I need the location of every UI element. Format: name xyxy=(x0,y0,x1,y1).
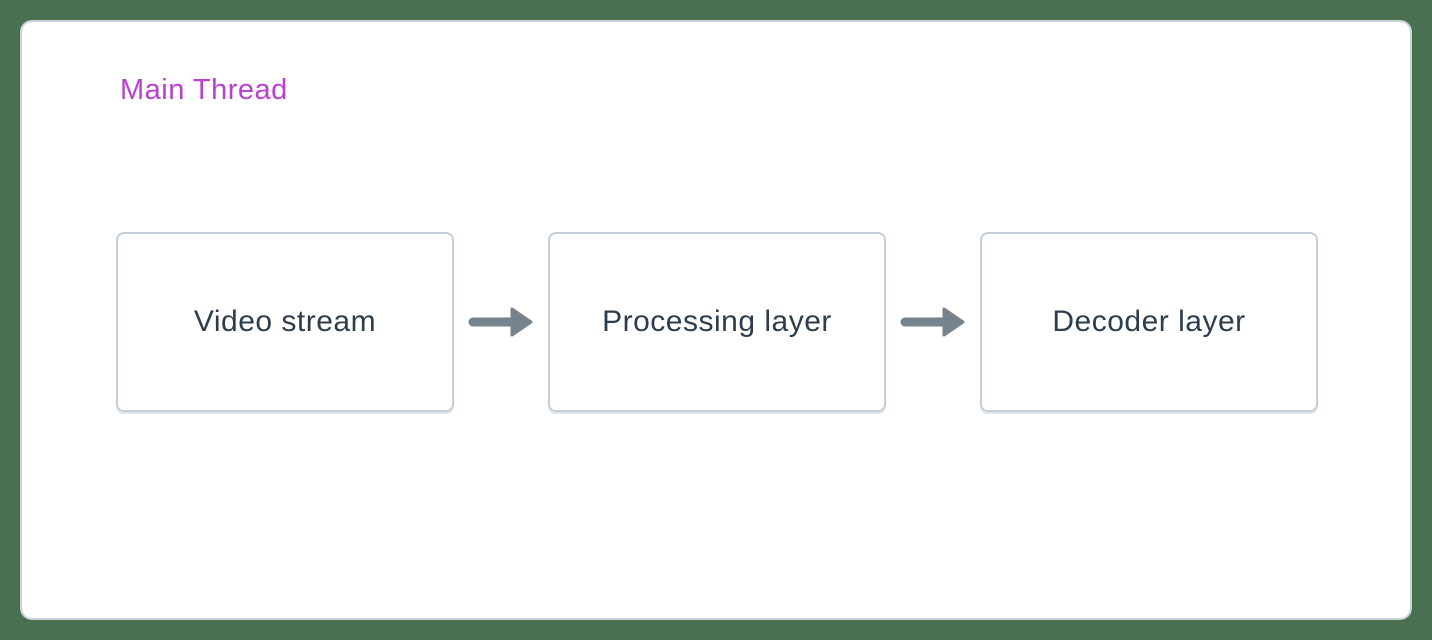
main-thread-panel: Main Thread Video stream Processing laye… xyxy=(20,20,1412,620)
arrow-right-icon xyxy=(468,307,533,337)
node-video-stream: Video stream xyxy=(116,232,454,412)
node-label: Processing layer xyxy=(602,305,832,338)
node-label: Video stream xyxy=(193,305,377,338)
node-label: Decoder layer xyxy=(1052,305,1246,338)
node-decoder-layer: Decoder layer xyxy=(980,232,1318,412)
node-processing-layer: Processing layer xyxy=(548,232,886,412)
connector-1 xyxy=(454,306,548,338)
connector-2 xyxy=(886,306,980,338)
main-thread-title: Main Thread xyxy=(120,74,288,106)
arrow-right-icon xyxy=(900,307,965,337)
flow-diagram: Video stream Processing layer Decoder la… xyxy=(116,232,1318,412)
